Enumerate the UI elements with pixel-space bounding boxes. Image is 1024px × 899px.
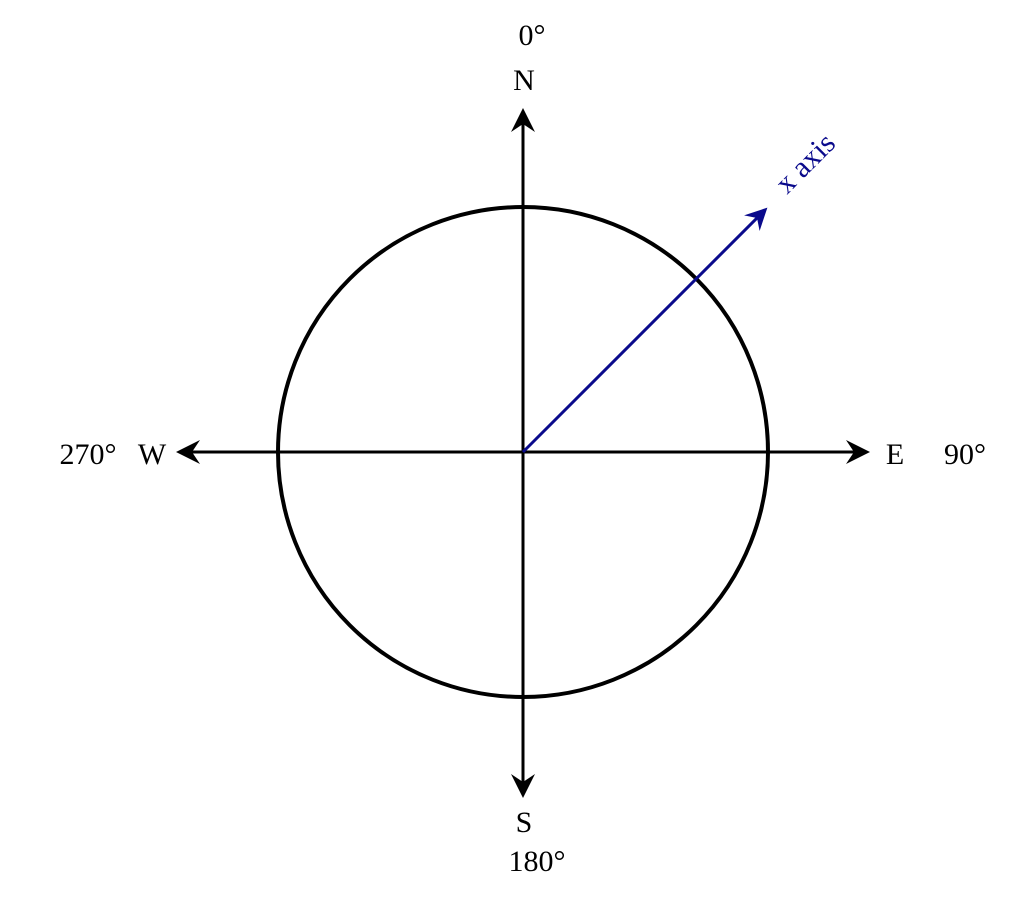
east-letter-label: E [886,438,904,471]
west-letter-label: W [138,438,167,471]
x-axis-arrow [521,207,768,454]
east-degree-label: 90° [944,438,986,471]
west-degree-label: 270° [60,438,117,471]
x-axis-label: x axis [769,127,842,200]
north-degree-label: 0° [519,19,546,52]
north-letter-label: N [513,64,535,97]
south-degree-label: 180° [509,845,566,878]
south-letter-label: S [516,806,533,839]
